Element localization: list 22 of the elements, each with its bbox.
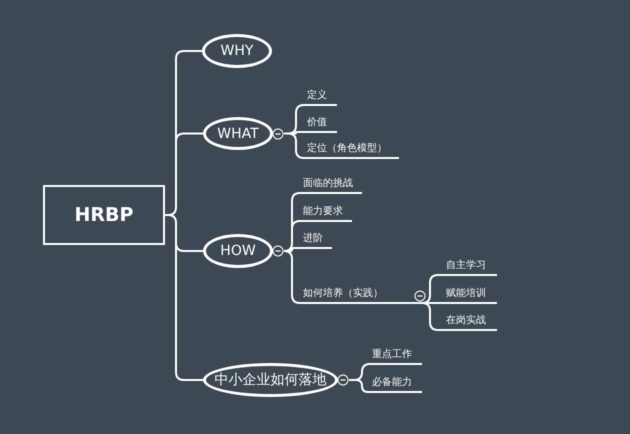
subtopic-label: 定义 <box>304 88 337 106</box>
branch-line <box>348 363 371 393</box>
branch-line <box>283 192 301 304</box>
subtopic-label: 定位（角色模型） <box>304 141 399 159</box>
subtopic-label: 能力要求 <box>300 204 352 222</box>
subtopic-label: 重点工作 <box>368 347 422 365</box>
root-box: HRBP <box>43 185 165 245</box>
subtopic-label: 赋能培训 <box>440 286 497 304</box>
topic-ellipse: WHAT <box>203 117 273 150</box>
topic-ellipse: WHY <box>202 34 272 68</box>
branch-line <box>409 274 441 331</box>
subtopic-label: 在岗实战 <box>440 313 497 331</box>
subtopic-label: 如何培养（实践） <box>300 286 410 304</box>
subtopic-label: 面临的挑战 <box>300 176 362 194</box>
subtopic-label: 进阶 <box>300 231 332 249</box>
subtopic-label: 必备能力 <box>368 375 422 393</box>
subtopic-label: 自主学习 <box>440 258 497 276</box>
branch-line <box>283 104 305 159</box>
topic-ellipse: 中小企业如何落地 <box>203 363 338 397</box>
subtopic-label: 价值 <box>304 115 337 133</box>
branch-line <box>164 50 204 381</box>
topic-ellipse: HOW <box>203 234 273 268</box>
